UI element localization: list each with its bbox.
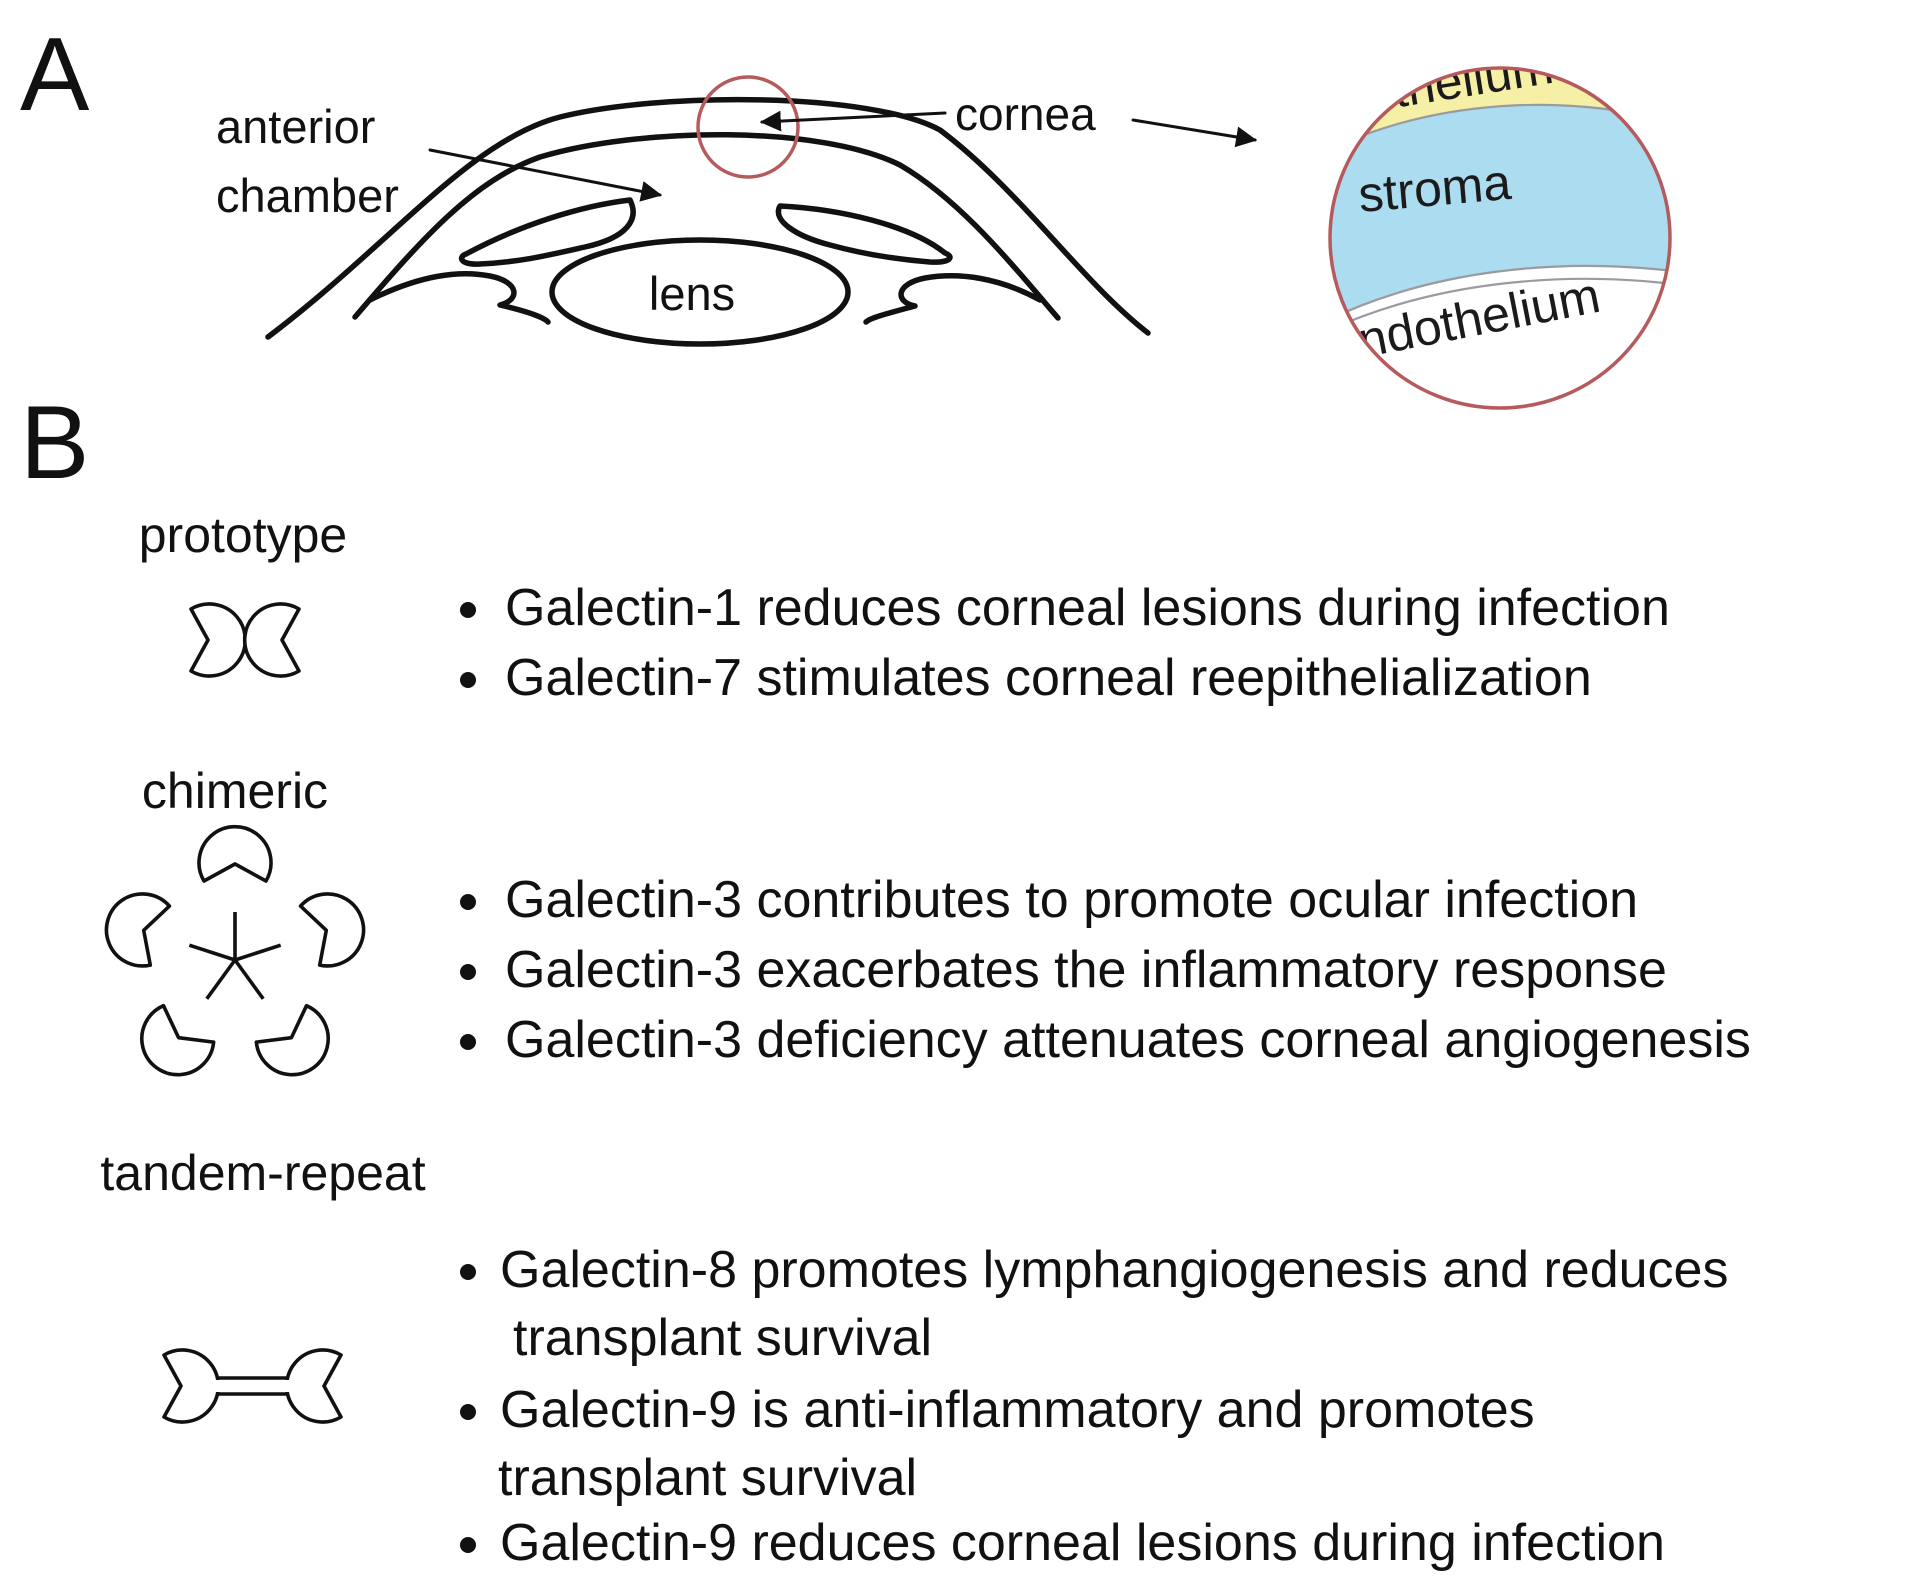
bullet-item: Galectin-9 reduces corneal lesions durin…: [460, 1514, 1665, 1572]
cornea-layers-inset: epithelium stroma endothelium: [1328, 66, 1672, 410]
panel-letter-b: B: [20, 385, 89, 501]
label-anterior: anterior: [216, 100, 375, 153]
item-text: Galectin-3 deficiency attenuates corneal…: [505, 1011, 1751, 1069]
group-title: tandem-repeat: [100, 1145, 425, 1201]
item-text: Galectin-3 contributes to promote ocular…: [505, 871, 1638, 929]
panel-b: B prototype Galectin-1 reduces corneal l…: [20, 385, 1751, 1572]
chimeric-galectin-icon: [95, 824, 375, 1091]
ciliary-body-left: [367, 270, 551, 325]
group-chimeric: chimeric Galectin-3 contributes to promo…: [95, 763, 1751, 1091]
arrow-cornea-to-circle: [759, 110, 947, 132]
tandem-repeat-galectin-icon: [162, 1348, 343, 1424]
prototype-galectin-icon: [189, 602, 301, 678]
arrow-anterior-chamber: [428, 148, 663, 202]
eye-anterior-segment-drawing: [265, 75, 1151, 347]
item-text: Galectin-8 promotes lymphangiogenesis an…: [500, 1241, 1728, 1299]
iris-left: [458, 197, 636, 267]
item-text-continued: transplant survival: [498, 1449, 917, 1507]
group-prototype: prototype Galectin-1 reduces corneal les…: [139, 507, 1670, 707]
arrow-cornea-to-inset: [1131, 118, 1258, 148]
bullet-item: Galectin-3 contributes to promote ocular…: [460, 871, 1638, 929]
cornea-highlight-circle: [696, 75, 800, 179]
iris-right: [775, 203, 953, 265]
group-title: chimeric: [142, 763, 328, 819]
bullet-item: Galectin-3 deficiency attenuates corneal…: [460, 1011, 1751, 1069]
cornea-inner-outline: [352, 132, 1061, 321]
lens: [549, 237, 851, 347]
label-lens: lens: [649, 267, 735, 320]
bullet-item: Galectin-8 promotes lymphangiogenesis an…: [460, 1241, 1728, 1367]
item-text: Galectin-7 stimulates corneal reepitheli…: [505, 649, 1592, 707]
group-tandem-repeat: tandem-repeat Galectin-8 promotes lympha…: [100, 1145, 1728, 1572]
item-text: Galectin-9 reduces corneal lesions durin…: [500, 1514, 1665, 1572]
cornea-outer-outline: [265, 96, 1151, 340]
item-text: Galectin-3 exacerbates the inflammatory …: [505, 941, 1667, 999]
item-text-continued: transplant survival: [513, 1309, 932, 1367]
group-title: prototype: [139, 507, 347, 563]
panel-letter-a: A: [20, 17, 90, 133]
item-text: Galectin-1 reduces corneal lesions durin…: [505, 579, 1670, 637]
panel-a: A anterior chamber lens cornea: [20, 17, 1672, 410]
label-cornea: cornea: [955, 88, 1096, 140]
label-chamber: chamber: [216, 169, 399, 222]
bullet-item: Galectin-1 reduces corneal lesions durin…: [460, 579, 1670, 637]
bullet-item: Galectin-3 exacerbates the inflammatory …: [460, 941, 1667, 999]
item-text: Galectin-9 is anti-inflammatory and prom…: [500, 1381, 1535, 1439]
stroma-layer: [1330, 104, 1670, 335]
bullet-item: Galectin-7 stimulates corneal reepitheli…: [460, 649, 1592, 707]
label-stroma: stroma: [1356, 154, 1513, 223]
bullet-item: Galectin-9 is anti-inflammatory and prom…: [460, 1381, 1535, 1507]
ciliary-body-right: [863, 273, 1043, 325]
inset-border: [1328, 66, 1672, 410]
